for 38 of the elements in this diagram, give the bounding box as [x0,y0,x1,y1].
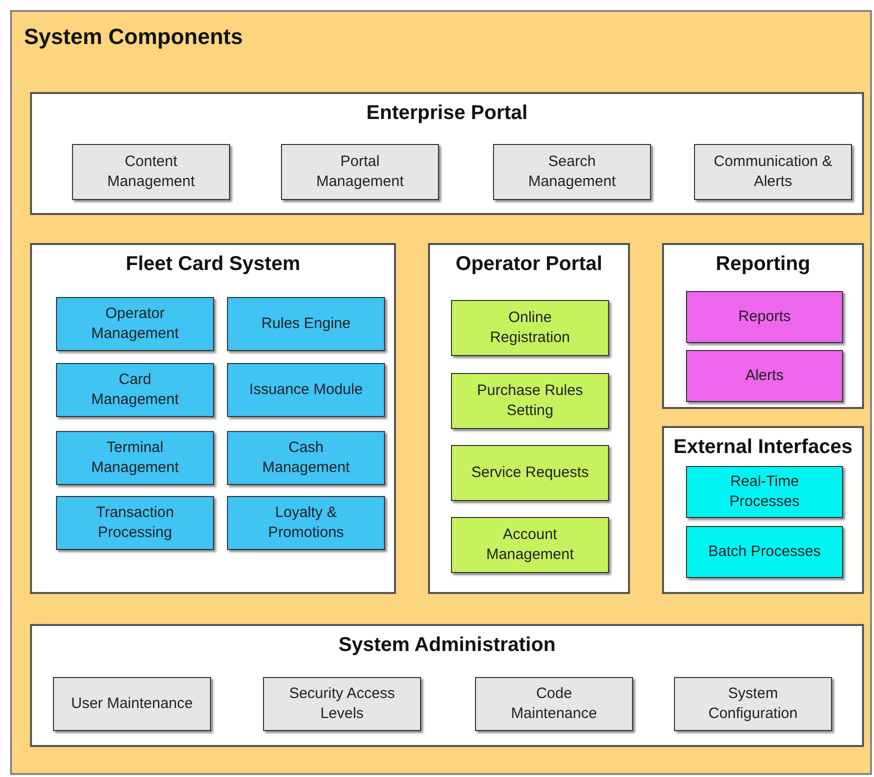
component-box: Communication & Alerts [694,144,852,200]
section-title: External Interfaces [672,436,854,459]
section-title: Operator Portal [454,253,604,276]
section-panel [30,624,864,747]
component-box: Search Management [493,144,651,200]
component-box: Operator Management [56,297,214,351]
component-box: Portal Management [281,144,439,200]
section-panel [662,426,864,594]
component-box: Purchase Rules Setting [451,373,609,429]
section-panel [30,92,864,215]
component-box: User Maintenance [53,677,211,731]
component-box: Terminal Management [56,431,214,485]
component-box: Account Management [451,517,609,573]
component-box: Real-Time Processes [686,466,843,518]
section-panel [428,243,630,594]
component-box: Service Requests [451,445,609,501]
component-box: Code Maintenance [475,677,633,731]
section-title: Enterprise Portal [365,102,529,125]
component-box: Loyalty & Promotions [227,496,385,550]
component-box: Card Management [56,363,214,417]
section-title: System Administration [337,634,557,657]
section-title: Fleet Card System [124,253,302,276]
section-panel [30,243,396,594]
component-box: Transaction Processing [56,496,214,550]
component-box: Rules Engine [227,297,385,351]
component-box: Security Access Levels [263,677,421,731]
component-box: Cash Management [227,431,385,485]
component-box: Alerts [686,350,843,402]
section-panel [662,243,864,409]
component-box: Online Registration [451,300,609,356]
section-title: System Components [24,24,243,50]
component-box: Issuance Module [227,363,385,417]
component-box: Content Management [72,144,230,200]
component-box: Batch Processes [686,526,843,578]
component-box: Reports [686,291,843,343]
diagram-background [10,10,872,775]
section-title: Reporting [714,253,812,276]
component-box: System Configuration [674,677,832,731]
